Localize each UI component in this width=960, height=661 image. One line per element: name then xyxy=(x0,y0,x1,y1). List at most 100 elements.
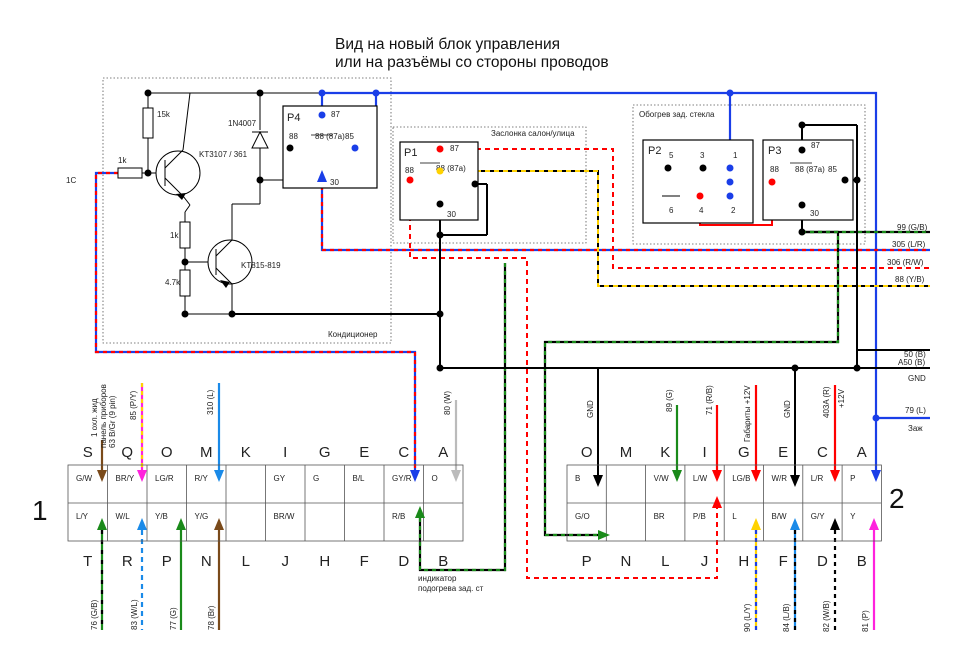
conn1-label-s-l1: 1 охл. жид xyxy=(90,398,99,437)
conn2-cell-bottom: G/Y xyxy=(811,512,825,521)
rear-heater-box xyxy=(632,104,866,245)
q1-label: KT3107 / 361 xyxy=(199,150,248,159)
conn1-cell-bottom: BR/W xyxy=(274,512,295,521)
conn2-label-f: 84 (L/B) xyxy=(782,603,791,632)
conn1-label-s-l2: панель приборов xyxy=(99,384,108,448)
wire-99 xyxy=(543,230,930,537)
conn1-cell-bottom: R/B xyxy=(392,512,405,521)
conn2-pin-J: J xyxy=(701,553,709,570)
conn1-cell-bottom: L/Y xyxy=(76,512,89,521)
p1-name: P1 xyxy=(404,147,417,159)
p4-85: 85 xyxy=(345,132,354,141)
label-w305: 305 (L/R) xyxy=(892,240,926,249)
p1-88: 88 xyxy=(405,166,414,175)
conn2-cell-bottom: G/O xyxy=(575,512,590,521)
p4-88a: 88 (87a) xyxy=(315,132,345,141)
relay-p2: P2 5 3 1 6 4 2 xyxy=(642,89,754,224)
conn2-pin-D: D xyxy=(817,553,828,570)
conn1-cell-top: G/W xyxy=(76,474,92,483)
relay-p3: P3 87 88 88 (87a) 85 30 xyxy=(762,121,861,236)
conn1-label-m: 310 (L) xyxy=(206,389,215,415)
indicator-label-2: подогрева зад. ст xyxy=(418,584,484,593)
p4-88: 88 xyxy=(289,132,298,141)
p4-name: P4 xyxy=(287,112,300,124)
conn1-label-t: 76 (G/B) xyxy=(90,599,99,630)
p2-p6: 6 xyxy=(669,206,674,215)
label-w79: 79 (L) xyxy=(905,406,926,415)
conn1-cell-bottom: W/L xyxy=(116,512,131,521)
conditioner-box xyxy=(102,77,392,344)
conn2-label-12v: +12V xyxy=(837,388,846,408)
conn1-pin-L: L xyxy=(242,553,250,570)
conn1-pin-S: S xyxy=(83,444,93,461)
conn1-cell-bottom: Y/G xyxy=(195,512,209,521)
label-wA50: A50 (B) xyxy=(898,358,925,367)
conn2-cell-top: V/W xyxy=(654,474,670,483)
conn1-cell-top: G xyxy=(313,474,319,483)
conn2-label-c: 403A (R) xyxy=(822,386,831,418)
conn1-pin-G: G xyxy=(319,444,331,461)
conn1-cell-top: BR/Y xyxy=(116,474,135,483)
conn2-pin-I: I xyxy=(702,444,706,461)
indicator-label-1: индикатор xyxy=(418,574,457,583)
conn2-label-o: GND xyxy=(586,400,595,418)
conn1-pin-E: E xyxy=(359,444,369,461)
conn1-bottom-labels: 76 (G/B) 83 (W/L) 77 (G) 78 (Br) индикат… xyxy=(90,574,484,630)
conn2-cell-bottom: BR xyxy=(654,512,665,521)
relay-p1: P1 87 88 88 (87a) 30 xyxy=(399,141,479,239)
label-w88: 88 (Y/B) xyxy=(895,275,925,284)
relay-p4: P4 87 88 88 (87a) 85 30 xyxy=(282,89,380,189)
conn1-label-n: 78 (Br) xyxy=(207,605,216,630)
conn1-pin-H: H xyxy=(319,553,330,570)
conn2-pin-P: P xyxy=(582,553,592,570)
conn2-pin-B: B xyxy=(857,553,867,570)
conn1-bottom-wires xyxy=(100,530,221,630)
indicator-wire xyxy=(418,263,507,572)
1c-wire xyxy=(94,171,417,470)
conn2-label-k: 89 (G) xyxy=(665,389,674,412)
conn1-top-labels: 1 охл. жид панель приборов 63 B/Gr (9 pi… xyxy=(90,384,452,448)
p2-name: P2 xyxy=(648,145,661,157)
conn1-label-q: 85 (P/Y) xyxy=(129,390,138,420)
conn2-pin-K: K xyxy=(660,444,670,461)
conn1-label-r: 83 (W/L) xyxy=(130,599,139,630)
p2-p5: 5 xyxy=(669,151,674,160)
label-gnd: GND xyxy=(908,374,926,383)
arrowheads xyxy=(97,470,881,540)
conn2-cell-top: P xyxy=(850,474,855,483)
conn1-cell-top: B/L xyxy=(353,474,366,483)
label-w50: 50 (B) xyxy=(904,350,926,359)
conn1-label-s-l3: 63 B/Gr (9 pin) xyxy=(108,395,117,448)
q2-label: KT815-819 xyxy=(241,261,281,270)
conn2-label-e: GND xyxy=(783,400,792,418)
conn2-cell-top: L/R xyxy=(811,474,824,483)
conn1-pin-D: D xyxy=(398,553,409,570)
conn1-cell-top: O xyxy=(432,474,438,483)
conn2-cell-top: B xyxy=(575,474,580,483)
connector-2-number: 2 xyxy=(889,483,905,514)
r1k-a-label: 1k xyxy=(118,156,127,165)
conn2-label-h: 90 (L/Y) xyxy=(743,603,752,632)
right-wire-labels: 99 (G/B) 305 (L/R) 306 (R/W) 88 (Y/B) 50… xyxy=(887,223,928,433)
p2-p3: 3 xyxy=(700,151,705,160)
conn2-label-b: 81 (P) xyxy=(861,610,870,632)
conn1-pin-B: B xyxy=(438,553,448,570)
r1k-b-label: 1k xyxy=(170,231,179,240)
title-line-2: или на разъёмы со стороны проводов xyxy=(335,54,609,71)
connector-1-number: 1 xyxy=(32,495,48,526)
p2-p2: 2 xyxy=(731,206,736,215)
wire-306 xyxy=(409,148,930,579)
input-1c-label: 1С xyxy=(66,176,76,185)
conn2-bottom-labels: 90 (L/Y) 84 (L/B) 82 (W/B) 81 (P) xyxy=(743,600,870,632)
conn2-pin-F: F xyxy=(779,553,788,570)
conn2-cell-top: LG/B xyxy=(732,474,750,483)
conn2-pin-O: O xyxy=(581,444,593,461)
p2-p4: 4 xyxy=(699,206,704,215)
conn2-label-d: 82 (W/B) xyxy=(822,600,831,632)
conn1-pin-T: T xyxy=(83,553,92,570)
conn1-label-p: 77 (G) xyxy=(169,607,178,630)
conn2-pin-C: C xyxy=(817,444,828,461)
diode-label: 1N4007 xyxy=(228,119,257,128)
